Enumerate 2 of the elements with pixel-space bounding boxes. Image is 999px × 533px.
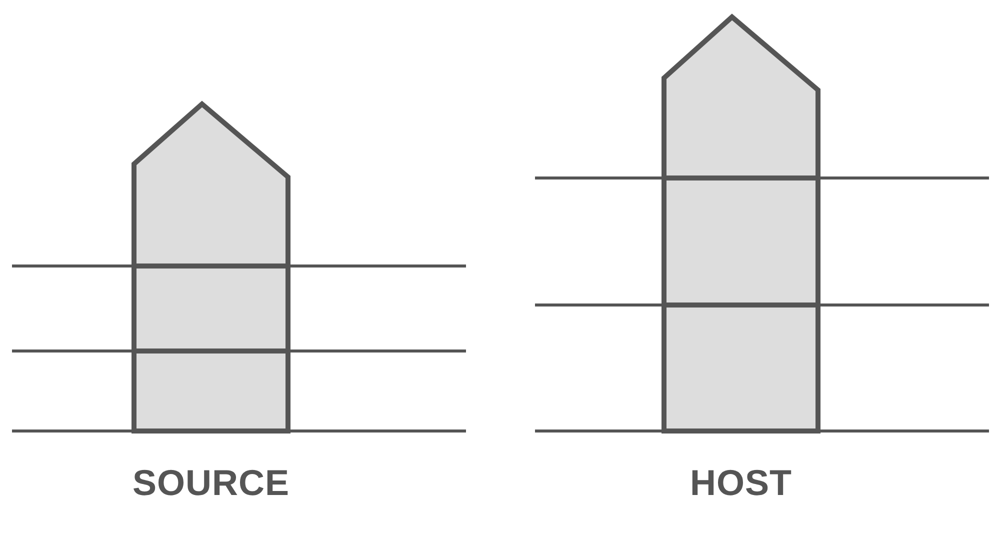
- house-label: SOURCE: [132, 465, 290, 501]
- house-label: HOST: [690, 465, 792, 501]
